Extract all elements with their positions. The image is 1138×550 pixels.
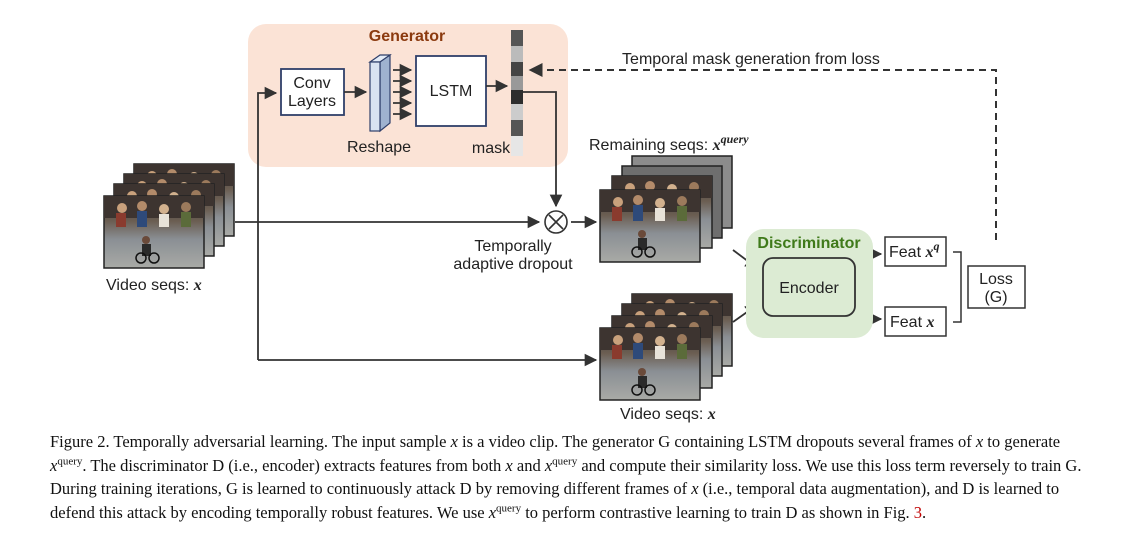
feat-query-box [884,236,947,267]
reshape-prism [368,53,392,133]
arrow-mask-to-multiply [523,91,563,208]
temporal-mask-label: Temporal mask generation from loss [622,51,880,68]
caption-title: Temporally adversarial learning. [113,432,329,451]
generator-title: Generator [369,28,445,45]
feature-bracket [953,251,962,323]
lstm-label: LSTM [430,83,473,100]
mask-column [511,30,523,156]
loss-box [967,265,1026,309]
feat-x-box [884,306,947,337]
temporal-mask-dashed-arrow [528,63,997,240]
output-video-stack [599,293,733,401]
conv-layers-label-1: Conv [293,75,330,92]
encoder-label: Encoder [779,280,839,297]
caption-fig-label: Figure 2. [50,432,110,451]
figure-3-link[interactable]: 3 [913,502,923,522]
input-video-stack [103,163,235,269]
dropout-label-2: adaptive dropout [453,256,573,273]
encoder-box [762,257,856,317]
feat-query-label: Feat xq [889,239,939,261]
discriminator-title: Discriminator [757,235,860,252]
input-video-label: Video seqs: x [106,277,202,294]
figure-caption: Figure 2. Temporally adversarial learnin… [50,432,1082,522]
arrow-input-to-conv [257,86,278,360]
conv-layers-label-2: Layers [288,93,336,110]
architecture-diagram: Generator Conv Layers Reshape LSTM mask [103,24,1026,423]
loss-label-2: (G) [984,289,1007,306]
multiply-circle-icon [544,210,568,234]
remaining-seqs-label: Remaining seqs: xquery [589,132,749,154]
dropout-label-1: Temporally [474,238,551,255]
loss-label-1: Loss [979,271,1013,288]
reshape-label: Reshape [347,139,411,156]
lstm-box [415,55,487,127]
remaining-video-stack [599,155,733,263]
feat-x-label: Feat x [890,314,934,331]
mask-label: mask [472,140,511,157]
output-video-label: Video seqs: x [620,406,716,423]
